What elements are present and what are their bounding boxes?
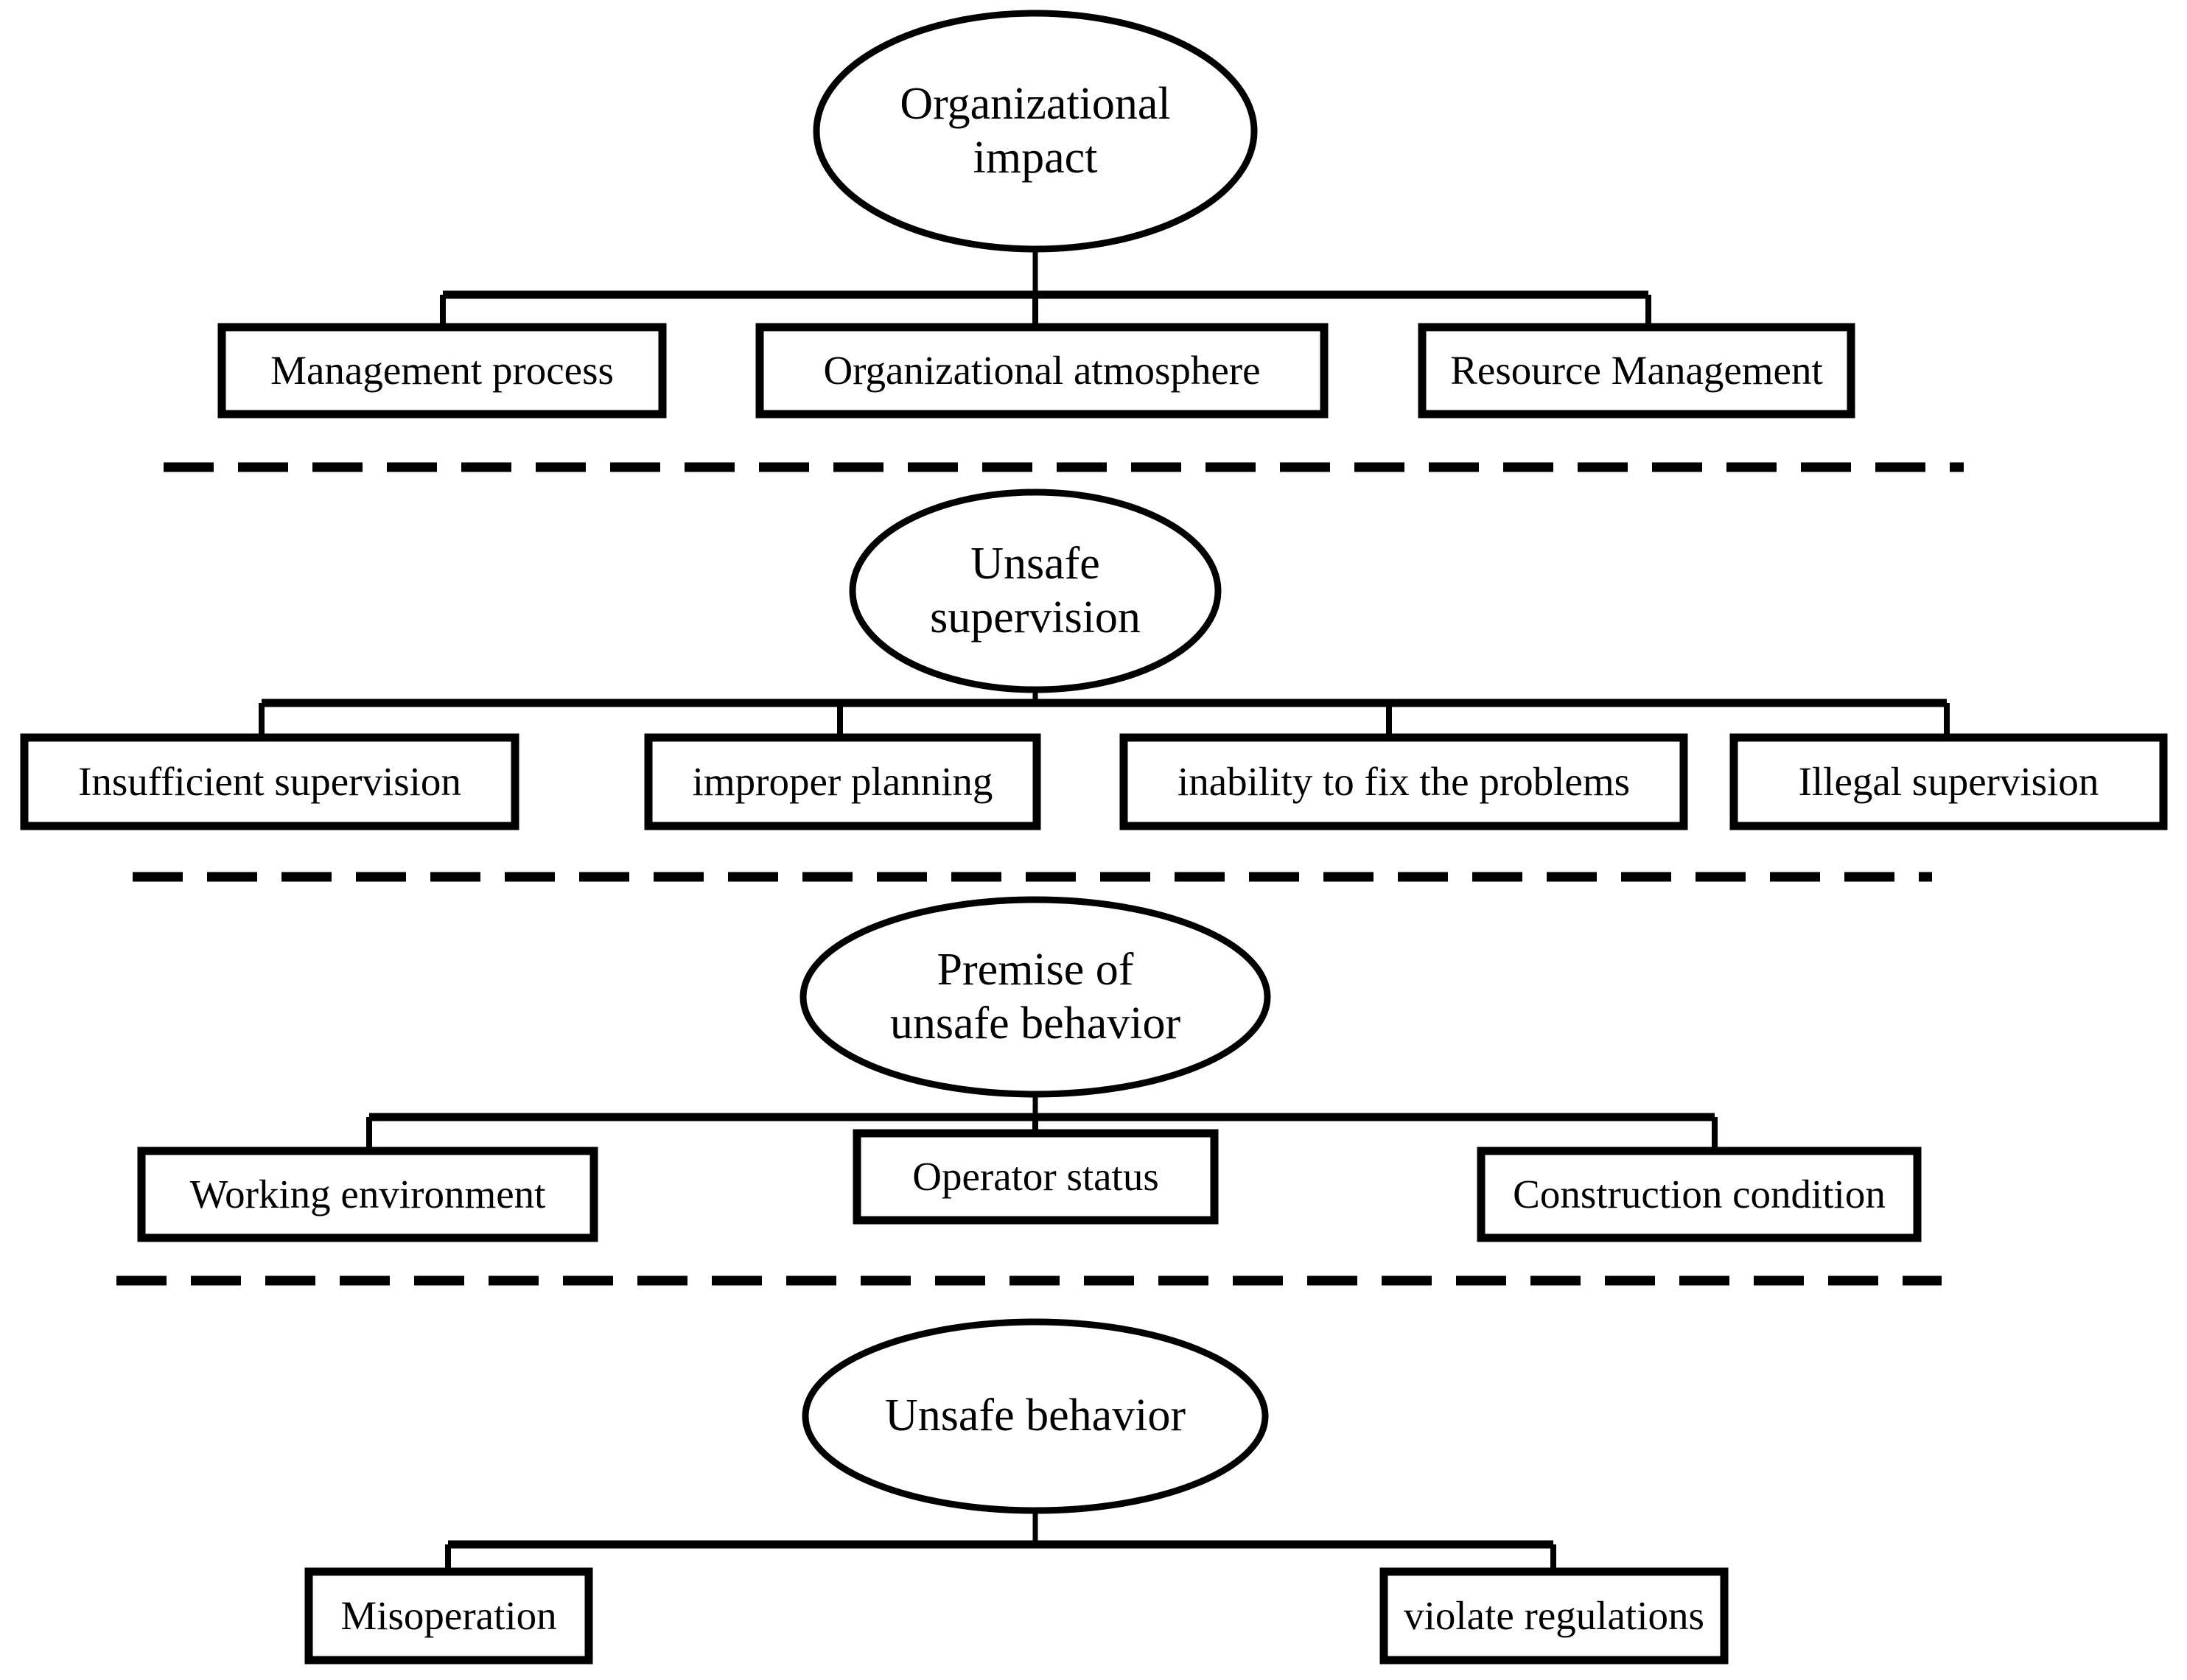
- node-premise-of-unsafe-behavior-shape[interactable]: [799, 896, 1271, 1098]
- node-organizational-atmosphere-shape[interactable]: [755, 323, 1329, 419]
- node-improper-planning-shape[interactable]: [644, 733, 1041, 830]
- node-unsafe-supervision-shape[interactable]: [849, 489, 1222, 693]
- node-organizational-impact-shape[interactable]: [813, 10, 1258, 253]
- node-operator-status-shape[interactable]: [853, 1129, 1219, 1225]
- node-misoperation-shape[interactable]: [304, 1567, 593, 1665]
- node-management-process-shape[interactable]: [217, 323, 667, 419]
- node-violate-regulations-shape[interactable]: [1379, 1567, 1729, 1665]
- node-construction-condition-shape[interactable]: [1477, 1147, 1922, 1242]
- node-working-environment-shape[interactable]: [137, 1147, 598, 1242]
- node-unsafe-behavior-shape[interactable]: [802, 1318, 1269, 1514]
- node-insufficient-supervision-shape[interactable]: [20, 733, 519, 830]
- node-illegal-supervision-shape[interactable]: [1729, 733, 2168, 830]
- node-inability-to-fix-the-problems-shape[interactable]: [1119, 733, 1688, 830]
- node-resource-management-shape[interactable]: [1418, 323, 1855, 419]
